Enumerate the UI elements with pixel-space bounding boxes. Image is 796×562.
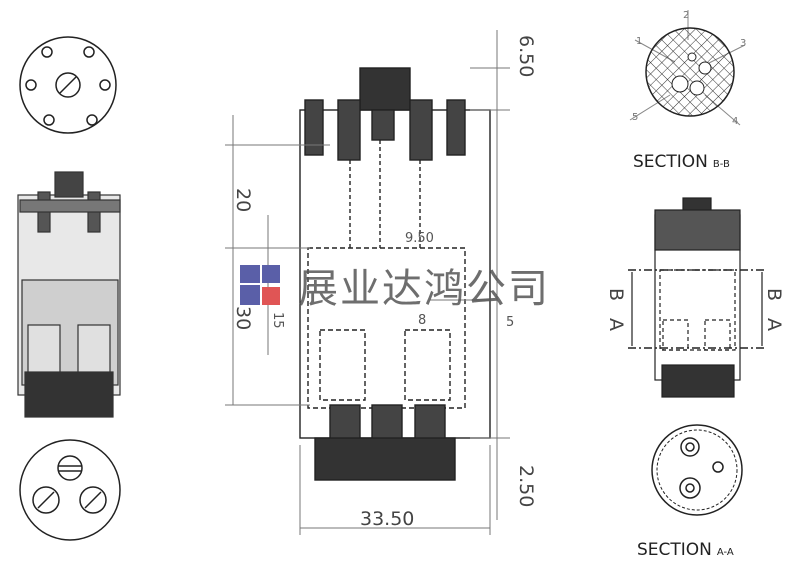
side-view-left: [17, 171, 121, 418]
dim-top-offset: 6.50: [515, 35, 537, 77]
dim-small-c: 15: [270, 312, 285, 329]
section-number-2: 2: [683, 10, 689, 21]
front-view: [299, 67, 491, 481]
section-number-4: 4: [732, 116, 738, 127]
dim-hole-spacing: 9.50: [405, 231, 434, 246]
cut-label-b-left: B: [605, 288, 627, 301]
watermark: 展业达鸿公司: [240, 256, 550, 314]
cut-label-a-right: A: [763, 318, 785, 331]
dim-lower-height: 30: [232, 306, 254, 330]
dim-upper-height: 20: [232, 188, 254, 212]
section-number-5: 5: [632, 112, 638, 123]
dim-width: 33.50: [360, 508, 414, 530]
section-number-1: 1: [636, 36, 642, 47]
dim-small-a: 5: [506, 315, 514, 330]
section-aa-view: [651, 424, 743, 516]
cut-label-b-right: B: [763, 288, 785, 301]
top-view-left: [19, 36, 117, 134]
watermark-text: 展业达鸿公司: [298, 266, 550, 312]
dim-small-b: 8: [418, 313, 426, 328]
side-view-right: [628, 197, 765, 398]
dimension-lines: [225, 30, 510, 535]
watermark-logo-icon: [240, 265, 280, 305]
cut-label-a-left: A: [605, 318, 627, 331]
section-number-3: 3: [740, 38, 746, 49]
bottom-view-left: [19, 439, 121, 541]
dim-bottom-offset: 2.50: [515, 465, 537, 507]
